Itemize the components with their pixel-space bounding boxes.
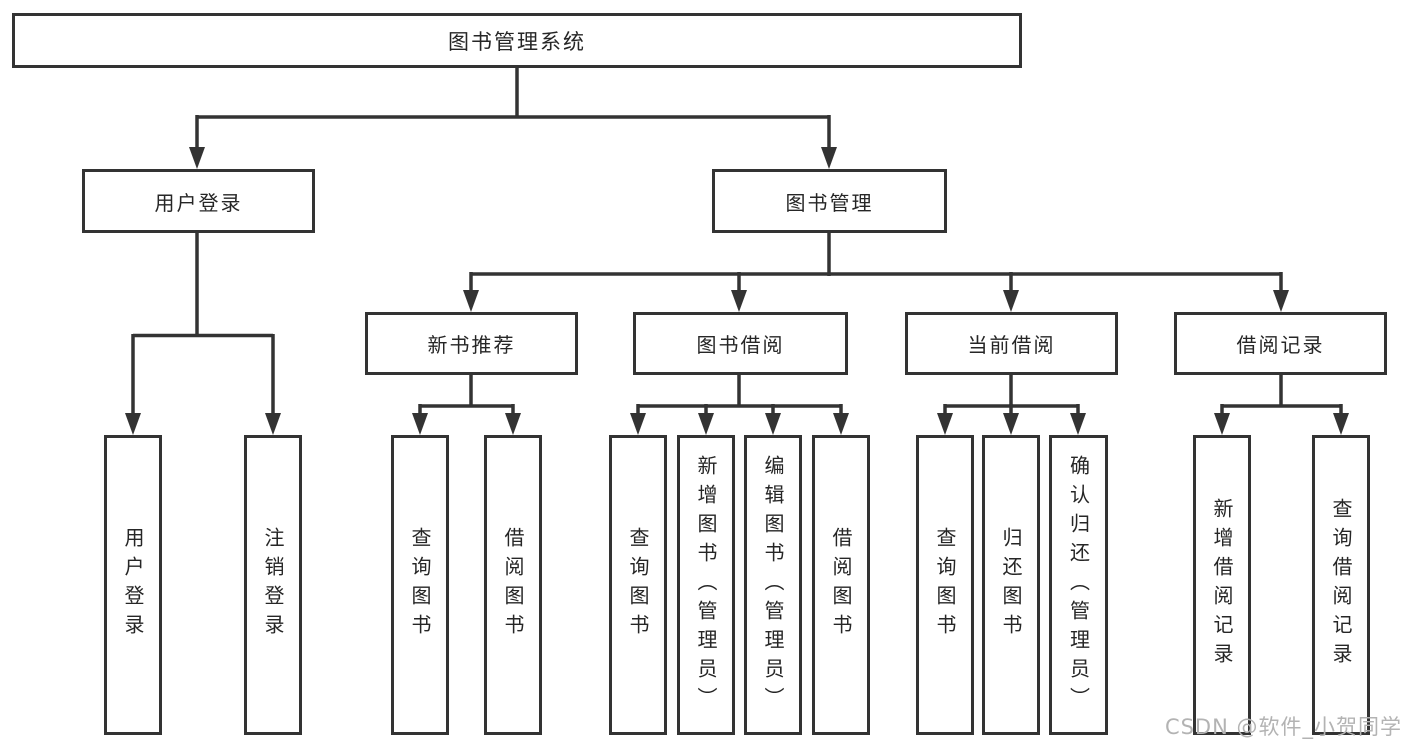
node-book-management: 图书管理 — [712, 169, 947, 233]
node-new-book-recommend: 新书推荐 — [365, 312, 578, 375]
leaf-query-books: 查询图书 — [916, 435, 974, 735]
csdn-watermark: CSDN @软件_小贺同学 — [1164, 715, 1402, 739]
node-book-borrowing: 图书借阅 — [633, 312, 848, 375]
leaf-query-books: 查询图书 — [609, 435, 667, 735]
node-label: 归还图书 — [999, 527, 1023, 643]
node-label: 图书管理系统 — [448, 29, 586, 54]
leaf-borrow-books: 借阅图书 — [484, 435, 542, 735]
node-label: 用户登录 — [121, 527, 145, 643]
node-label: 当前借阅 — [967, 333, 1056, 357]
node-current-borrowing: 当前借阅 — [905, 312, 1118, 375]
node-label: 借阅图书 — [501, 527, 525, 643]
node-label: 新增借阅记录 — [1210, 498, 1234, 672]
leaf-confirm-return-admin: 确认归还（管理员） — [1049, 435, 1108, 735]
node-label: 注销登录 — [261, 527, 285, 643]
node-borrow-records: 借阅记录 — [1174, 312, 1387, 375]
leaf-return-books: 归还图书 — [982, 435, 1040, 735]
node-label: 查询图书 — [408, 527, 432, 643]
node-label: 查询图书 — [933, 527, 957, 643]
node-label: 图书借阅 — [696, 333, 785, 357]
node-label: 查询图书 — [626, 527, 650, 643]
node-label: 新书推荐 — [427, 333, 516, 357]
node-label: 用户登录 — [154, 190, 243, 215]
leaf-query-books: 查询图书 — [391, 435, 449, 735]
leaf-add-books-admin: 新增图书（管理员） — [677, 435, 735, 735]
node-label: 图书管理 — [785, 190, 874, 215]
leaf-edit-books-admin: 编辑图书（管理员） — [744, 435, 802, 735]
leaf-add-borrow-record: 新增借阅记录 — [1193, 435, 1251, 735]
node-label: 借阅记录 — [1236, 333, 1325, 357]
node-label: 查询借阅记录 — [1329, 498, 1353, 672]
leaf-query-borrow-record: 查询借阅记录 — [1312, 435, 1370, 735]
leaf-borrow-books: 借阅图书 — [812, 435, 870, 735]
node-label: 确认归还（管理员） — [1066, 454, 1091, 716]
leaf-user-login: 用户登录 — [104, 435, 162, 735]
node-label: 借阅图书 — [829, 527, 853, 643]
node-label: 编辑图书（管理员） — [761, 454, 785, 716]
leaf-logout: 注销登录 — [244, 435, 302, 735]
node-label: 新增图书（管理员） — [694, 454, 718, 716]
node-root-library-system: 图书管理系统 — [12, 13, 1022, 68]
node-user-login: 用户登录 — [82, 169, 315, 233]
